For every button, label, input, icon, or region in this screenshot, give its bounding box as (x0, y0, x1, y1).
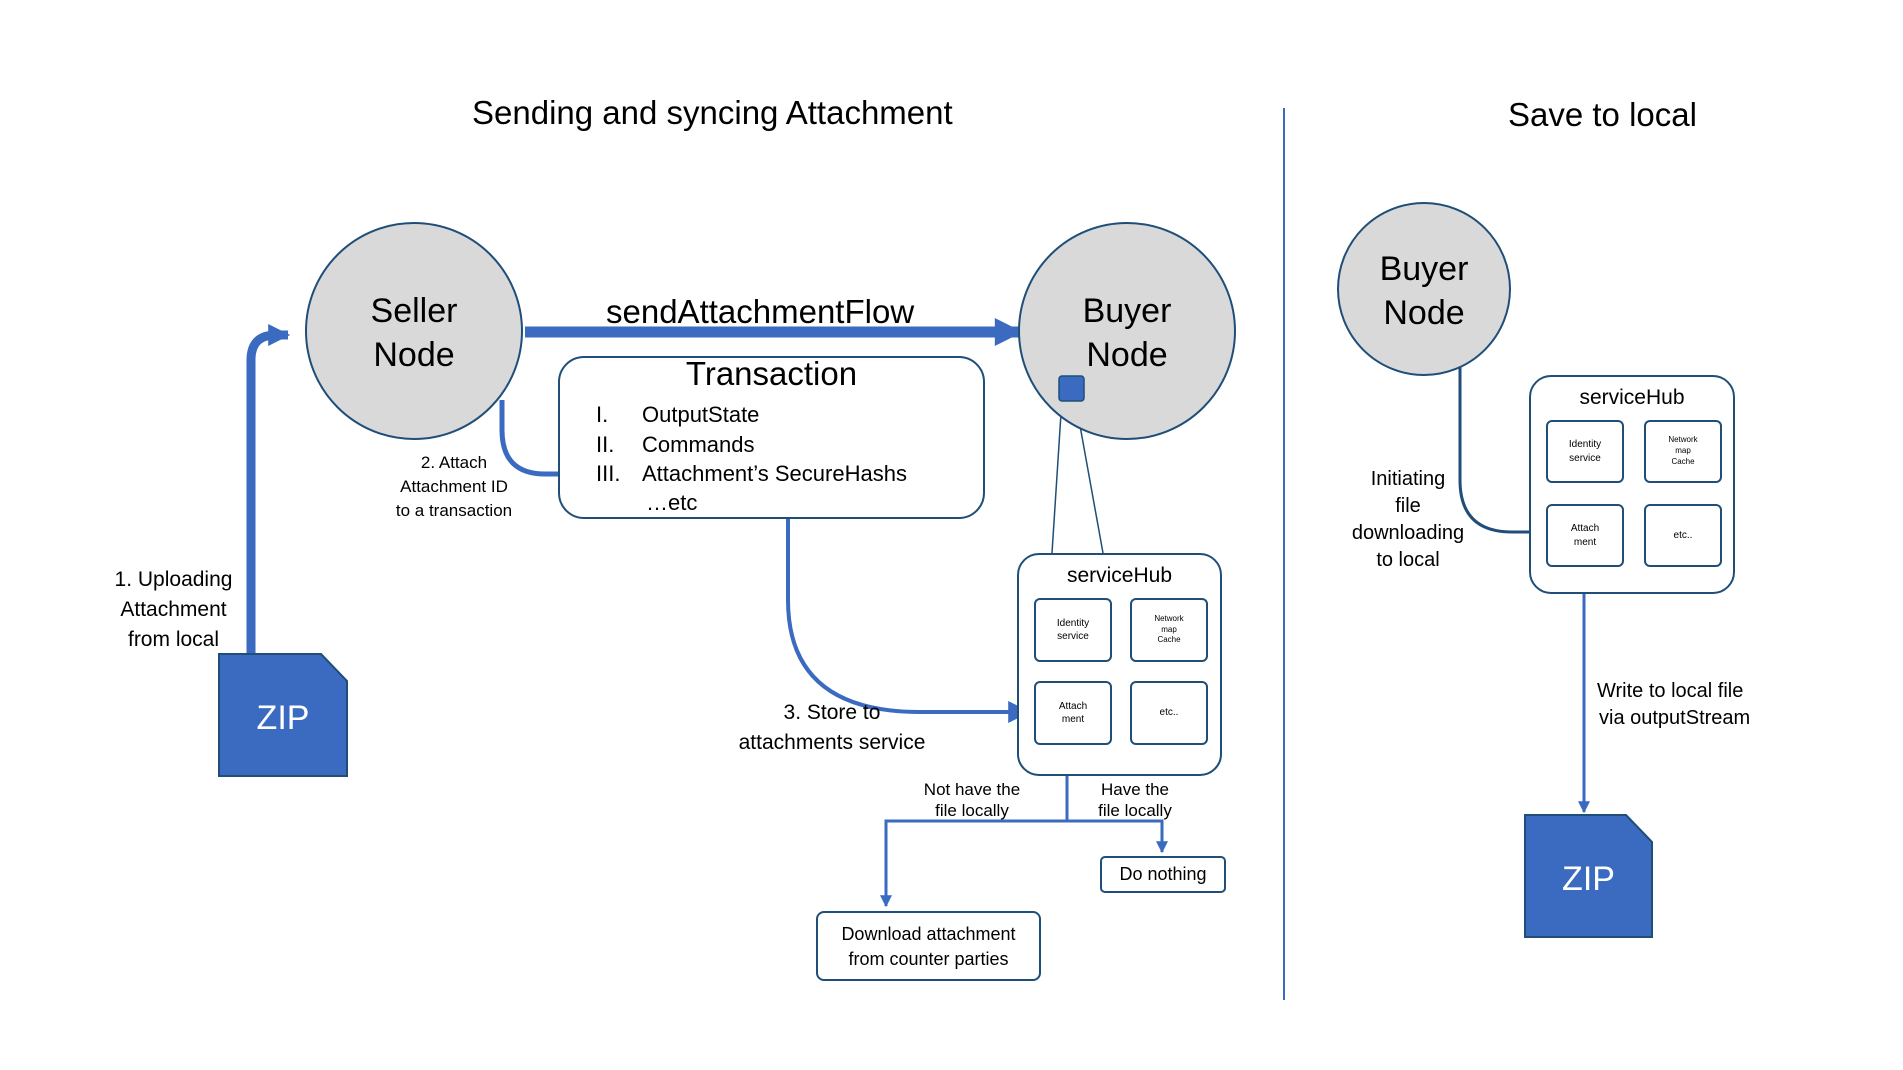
transaction-item-1-text: OutputState (642, 402, 760, 427)
transaction-item-3-num: III. (596, 461, 621, 486)
buyer-node-right-label: Buyer Node (1324, 247, 1524, 335)
do-nothing-label: Do nothing (1119, 864, 1207, 884)
transaction-item-1-num: I. (596, 402, 609, 427)
branch-not-have (880, 819, 1067, 908)
buyer-node-circle-right (1337, 202, 1511, 376)
network-map-right-line2: map (1675, 446, 1691, 456)
attach-id-arrow (499, 400, 598, 485)
download-label: Download attachment from counter parties (816, 922, 1041, 972)
zip-label: ZIP (256, 699, 310, 737)
initiating-line4: to local (1376, 549, 1440, 571)
identity-service-line1: Identity (1056, 617, 1090, 629)
seller-node-line1: Seller (370, 292, 458, 330)
network-map-cache-right-box: Network map Cache (1644, 420, 1722, 483)
have-line1: Have the (1100, 780, 1170, 799)
transaction-etc: …etc (646, 490, 698, 515)
service-hub-right-title: serviceHub (1579, 386, 1685, 409)
upload-arrow (246, 324, 291, 655)
step2-line2: Attachment ID (400, 477, 508, 496)
attachment-service-right-box: Attach ment (1546, 504, 1624, 567)
etc-service-right-box: etc.. (1644, 504, 1722, 567)
zip-right-label: ZIP (1562, 860, 1615, 898)
not-have-label: Not have the file locally (912, 779, 1032, 821)
etc-service-label: etc.. (1159, 707, 1179, 719)
buyer-node-right-line1: Buyer (1379, 250, 1469, 288)
network-map-line1: Network (1154, 613, 1184, 623)
transaction-box (558, 356, 985, 519)
write-line2: via outputStream (1599, 707, 1751, 729)
network-map-cache-box: Network map Cache (1130, 598, 1208, 662)
identity-service-box: Identity service (1034, 598, 1112, 662)
identity-service-right-box: Identity service (1546, 420, 1624, 483)
download-line2: from counter parties (848, 949, 1009, 969)
buyer-node-line2: Node (1086, 336, 1168, 374)
have-label: Have the file locally (1085, 779, 1185, 821)
buyer-node-line1: Buyer (1082, 292, 1172, 330)
not-have-line1: Not have the (923, 780, 1021, 799)
initiating-label: Initiating file downloading to local (1338, 466, 1478, 574)
not-have-line2: file locally (935, 801, 1009, 820)
initiating-line2: file (1395, 495, 1421, 517)
buyer-node-right-line2: Node (1383, 294, 1465, 332)
step3-label: 3. Store to attachments service (722, 698, 942, 758)
write-label: Write to local file via outputStream (1597, 678, 1750, 732)
identity-service-right-line1: Identity (1568, 439, 1602, 450)
network-map-right-line3: Cache (1671, 456, 1695, 466)
attachment-service-box: Attach ment (1034, 681, 1112, 745)
buyer-node-port (1058, 375, 1085, 402)
do-nothing-box (1100, 856, 1226, 893)
initiating-line3: downloading (1351, 522, 1465, 544)
zip-file-icon (218, 653, 348, 777)
step3-line2: attachments service (738, 731, 926, 754)
attachment-right-line1: Attach (1570, 523, 1600, 534)
buyer-node-label: Buyer Node (1027, 289, 1227, 377)
step1-line3: from local (127, 628, 220, 651)
flow-label: sendAttachmentFlow (606, 293, 915, 330)
transaction-item-3-text: Attachment’s SecureHashs (642, 461, 907, 486)
attachment-right-line2: ment (1573, 536, 1597, 548)
transaction-item-2-text: Commands (642, 432, 755, 457)
step2-line3: to a transaction (395, 501, 513, 520)
step1-line1: 1. Uploading (114, 568, 233, 591)
left-panel-title: Sending and syncing Attachment (472, 94, 953, 131)
seller-node-circle (305, 222, 523, 440)
step2-line1: 2. Attach (420, 453, 488, 472)
seller-node-line2: Node (373, 336, 455, 374)
initiating-arrow (1458, 365, 1544, 538)
transaction-title: Transaction (685, 355, 858, 392)
service-hub-title: serviceHub (1066, 564, 1173, 587)
write-line1: Write to local file (1597, 680, 1744, 702)
identity-service-right-line2: service (1569, 452, 1601, 464)
branch-have (1067, 819, 1168, 854)
initiating-line1: Initiating (1370, 468, 1446, 490)
step3-line1: 3. Store to (783, 701, 881, 724)
download-line1: Download attachment (841, 924, 1016, 944)
step1-line2: Attachment (120, 598, 227, 621)
seller-node-label: Seller Node (314, 289, 514, 377)
etc-service-box: etc.. (1130, 681, 1208, 745)
etc-service-right-label: etc.. (1673, 529, 1693, 541)
right-panel-title: Save to local (1508, 96, 1697, 133)
network-map-line3: Cache (1157, 635, 1181, 645)
attachment-line2: ment (1061, 714, 1085, 725)
have-line2: file locally (1098, 801, 1172, 820)
step1-label: 1. Uploading Attachment from local (96, 565, 251, 655)
store-arrow (786, 518, 1031, 723)
zip-file-icon-right (1524, 814, 1653, 938)
step2-label: 2. Attach Attachment ID to a transaction (379, 451, 529, 523)
identity-service-line2: service (1057, 631, 1089, 642)
download-box (816, 911, 1041, 981)
transaction-item-2-num: II. (596, 432, 615, 457)
network-map-right-line1: Network (1668, 435, 1698, 445)
attachment-line1: Attach (1058, 700, 1088, 712)
network-map-line2: map (1161, 624, 1177, 634)
